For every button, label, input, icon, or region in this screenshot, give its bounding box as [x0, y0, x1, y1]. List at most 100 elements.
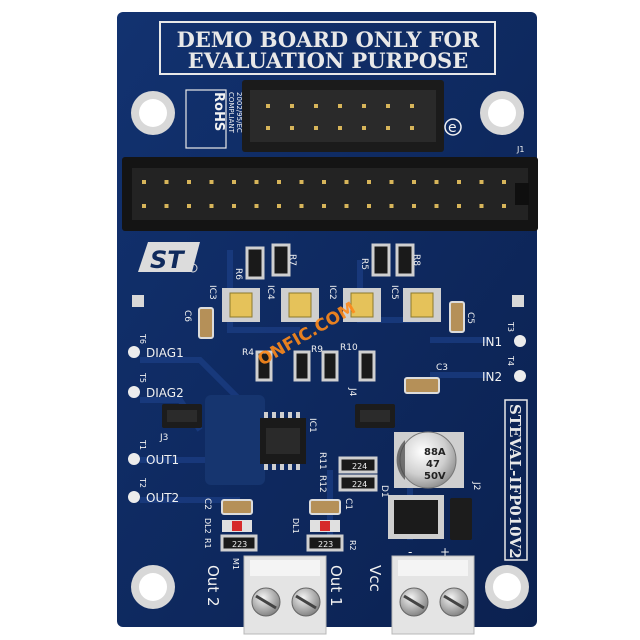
header-pin — [290, 104, 294, 108]
label-r9: R9 — [311, 345, 323, 355]
header-pin — [389, 204, 394, 208]
header-pin — [410, 126, 414, 130]
label-ic4: IC4 — [265, 285, 275, 300]
ic-pin — [264, 412, 268, 418]
header-pin — [209, 204, 214, 208]
header-pin — [479, 180, 484, 184]
label-r6: R6 — [233, 268, 243, 280]
mounting-hole-top-right — [480, 91, 524, 135]
testpoint-in1 — [514, 335, 526, 347]
svg-text:2002/95/EC: 2002/95/EC — [235, 92, 243, 133]
header-pin — [362, 104, 366, 108]
label-plus: + — [440, 545, 450, 559]
label-term-out1: Out 1 — [327, 565, 345, 607]
header-pin — [389, 180, 394, 184]
header-pin — [266, 104, 270, 108]
label-j3: J3 — [159, 433, 168, 443]
resistor-r-extra — [358, 350, 376, 382]
label-out2: OUT2 — [146, 491, 179, 505]
svg-text:224: 224 — [352, 462, 367, 471]
label-r11: R11 — [317, 452, 327, 470]
svg-text:ST: ST — [150, 246, 185, 274]
resistor-r2: 223 — [306, 534, 344, 552]
capacitor-c6 — [198, 307, 214, 339]
ic3-optocoupler — [222, 288, 260, 322]
label-c2: C2 — [202, 498, 212, 510]
part-number-frame — [504, 399, 528, 561]
ground-pad-area — [205, 395, 265, 485]
label-t6: T6 — [138, 333, 147, 344]
svg-text:223: 223 — [318, 540, 333, 549]
jumper-j2 — [450, 498, 472, 540]
label-term-vcc: Vcc — [366, 565, 384, 592]
header-pin — [164, 180, 169, 184]
capacitor-c3 — [404, 377, 440, 394]
svg-text:50V: 50V — [424, 471, 446, 482]
label-r8: R8 — [411, 254, 421, 266]
header-pin — [386, 126, 390, 130]
capacitor-c5 — [449, 301, 465, 333]
ic4-optocoupler — [281, 288, 319, 322]
header-pin — [479, 204, 484, 208]
header-pin — [338, 126, 342, 130]
header-pin — [314, 104, 318, 108]
header-pin — [502, 204, 506, 208]
header-pin — [386, 104, 390, 108]
large-ribbon-connector — [122, 157, 538, 231]
banner-line1: DEMO BOARD ONLY FOR — [177, 27, 480, 52]
header-pin — [314, 126, 318, 130]
jumper-j4 — [355, 404, 395, 428]
svg-text:224: 224 — [352, 480, 367, 489]
label-dl1: DL1 — [291, 518, 300, 534]
ce-mark: e — [448, 120, 457, 136]
label-dl2: DL2 — [203, 518, 212, 534]
header-pin — [187, 204, 191, 208]
ic-pin — [264, 464, 268, 470]
pad-left — [132, 295, 144, 307]
header-pin — [232, 204, 236, 208]
mounting-hole-bottom-left — [131, 565, 175, 609]
header-pin — [457, 180, 461, 184]
label-j4: J4 — [347, 387, 357, 397]
svg-text:223: 223 — [232, 540, 247, 549]
testpoint-diag2 — [128, 386, 140, 398]
label-ic5: IC5 — [389, 285, 399, 300]
header-pin — [434, 180, 439, 184]
header-pin — [254, 180, 259, 184]
header-pin — [367, 180, 371, 184]
label-t4: T4 — [506, 355, 515, 366]
resistor-r11: 224 — [338, 456, 378, 474]
header-pin — [412, 180, 416, 184]
header-pin — [344, 204, 349, 208]
label-t2: T2 — [138, 477, 147, 488]
small-pin-header — [242, 80, 444, 152]
resistor-r7 — [271, 243, 291, 277]
pad-right — [512, 295, 524, 307]
header-pin — [338, 104, 342, 108]
label-ic1: IC1 — [307, 418, 317, 433]
resistor-r6 — [245, 246, 265, 280]
diode-d1 — [388, 495, 444, 539]
label-diag1: DIAG1 — [146, 346, 184, 360]
label-c5: C5 — [465, 312, 475, 324]
header-pin — [254, 204, 259, 208]
ic5-optocoupler — [403, 288, 441, 322]
testpoint-in2 — [514, 370, 526, 382]
header-pin — [299, 180, 304, 184]
led-dl1-body — [320, 521, 330, 531]
mounting-hole-top-left — [131, 91, 175, 135]
ic-pin — [280, 412, 284, 418]
led-dl2-body — [232, 521, 242, 531]
label-out1: OUT1 — [146, 453, 179, 467]
header-pin — [367, 204, 371, 208]
header-pin — [322, 204, 326, 208]
header-pin — [266, 126, 270, 130]
label-d1: D1 — [379, 485, 389, 498]
header-pin — [164, 204, 169, 208]
header-pin — [410, 104, 414, 108]
label-in2: IN2 — [482, 370, 502, 384]
resistor-r5 — [371, 243, 391, 277]
label-minus: - — [408, 545, 412, 559]
part-number: STEVAL-IFP010V2 — [506, 404, 524, 559]
